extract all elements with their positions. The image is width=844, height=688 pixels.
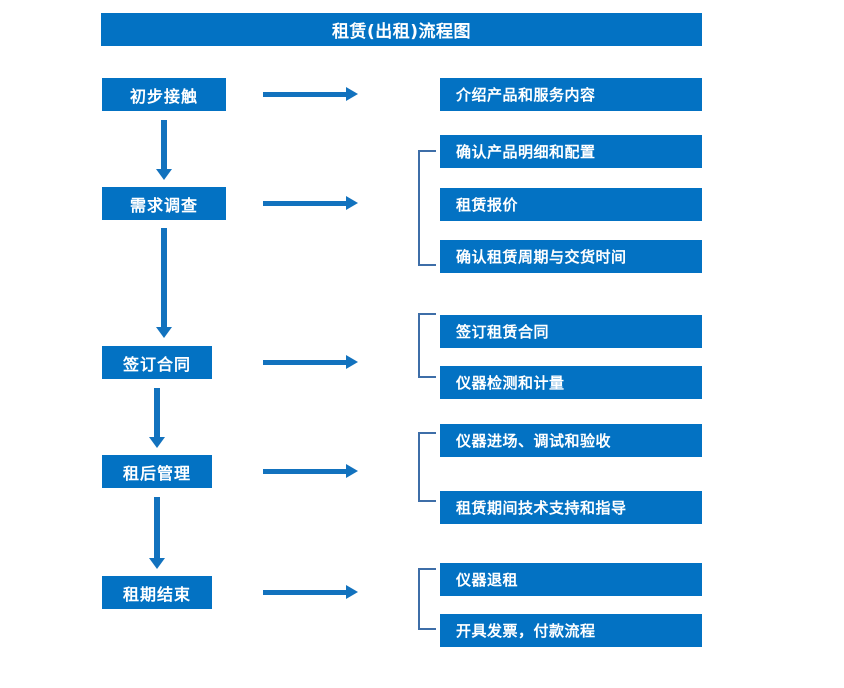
detail-box-3[interactable]: 租赁报价	[440, 188, 702, 221]
stage-box-initial-contact[interactable]: 初步接触	[102, 78, 226, 111]
vertical-arrow-initial-to-needs	[156, 120, 172, 180]
vertical-arrow-contract-to-mgmt	[149, 388, 165, 448]
detail-box-8[interactable]: 租赁期间技术支持和指导	[440, 491, 702, 524]
group-bracket-needs-survey	[418, 150, 436, 266]
detail-box-5[interactable]: 签订租赁合同	[440, 315, 702, 348]
horizontal-arrow-needs-survey	[263, 196, 358, 210]
detail-box-1[interactable]: 介绍产品和服务内容	[440, 78, 702, 111]
stage-box-sign-contract[interactable]: 签订合同	[102, 346, 212, 379]
group-bracket-rent-end	[418, 568, 436, 630]
horizontal-arrow-initial-contact	[263, 87, 358, 101]
stage-box-post-rent-mgmt[interactable]: 租后管理	[102, 455, 212, 488]
group-bracket-sign-contract	[418, 313, 436, 378]
detail-box-2[interactable]: 确认产品明细和配置	[440, 135, 702, 168]
detail-box-7[interactable]: 仪器进场、调试和验收	[440, 424, 702, 457]
detail-box-4[interactable]: 确认租赁周期与交货时间	[440, 240, 702, 273]
page-title: 租赁(出租)流程图	[101, 13, 702, 46]
stage-box-needs-survey[interactable]: 需求调查	[102, 187, 226, 220]
group-bracket-post-rent-mgmt	[418, 432, 436, 502]
horizontal-arrow-sign-contract	[263, 355, 358, 369]
detail-box-6[interactable]: 仪器检测和计量	[440, 366, 702, 399]
stage-box-rent-end[interactable]: 租期结束	[102, 576, 212, 609]
horizontal-arrow-rent-end	[263, 585, 358, 599]
vertical-arrow-needs-to-contract	[156, 228, 172, 338]
horizontal-arrow-post-rent-mgmt	[263, 464, 358, 478]
vertical-arrow-mgmt-to-rentend	[149, 497, 165, 569]
detail-box-10[interactable]: 开具发票，付款流程	[440, 614, 702, 647]
detail-box-9[interactable]: 仪器退租	[440, 563, 702, 596]
